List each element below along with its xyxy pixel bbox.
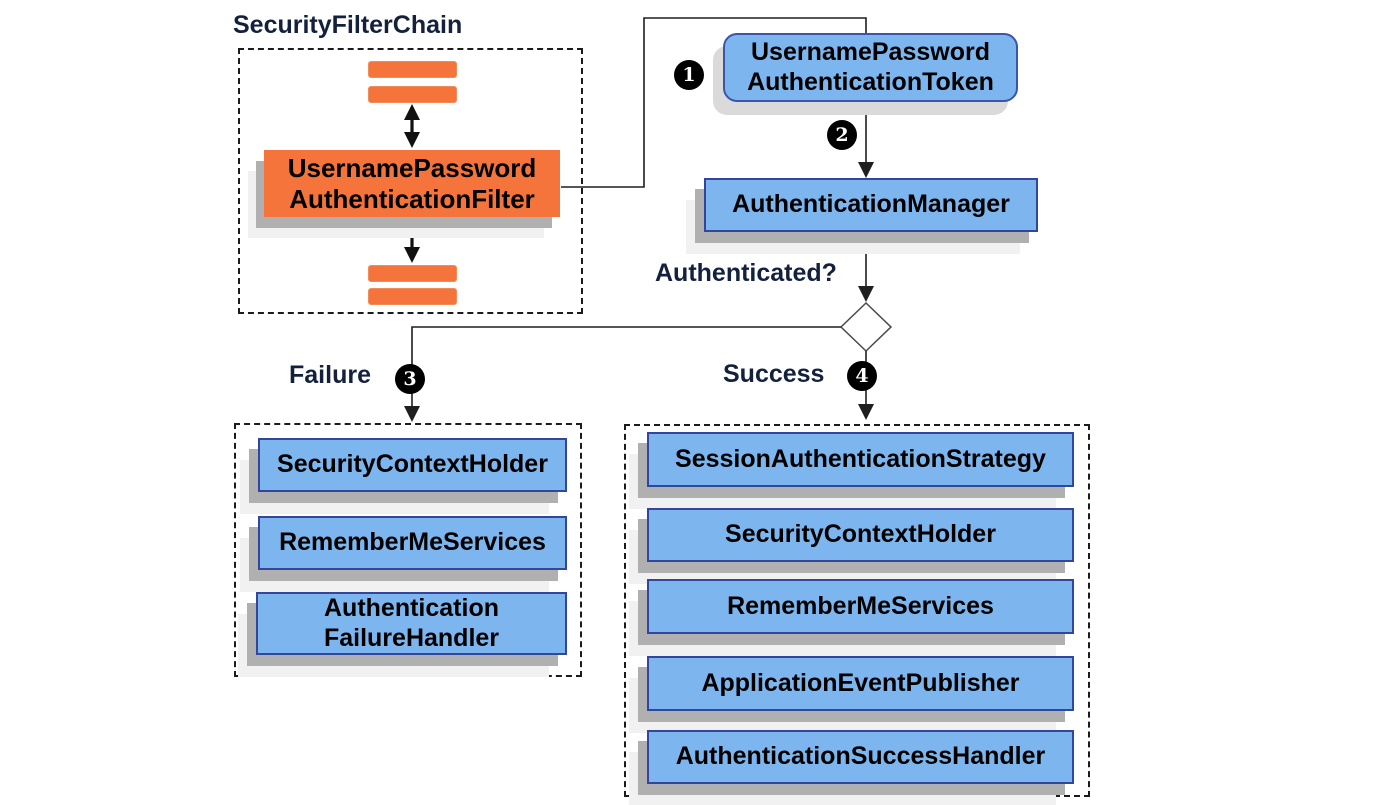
filter-bar-icon — [368, 288, 457, 305]
success-branch-label: Success — [723, 360, 825, 388]
connector-filter-to-token — [561, 17, 867, 188]
success-remember-me-services-node: RememberMeServices — [647, 579, 1074, 634]
arrow-manager-to-diamond-icon — [858, 233, 874, 302]
bidirectional-arrow-bottom-icon — [404, 219, 420, 263]
username-password-authentication-token-node: UsernamePassword AuthenticationToken — [723, 33, 1018, 102]
diagram-title: SecurityFilterChain — [233, 11, 463, 39]
session-authentication-strategy-node: SessionAuthenticationStrategy — [647, 432, 1074, 487]
application-event-publisher-node: ApplicationEventPublisher — [647, 656, 1074, 711]
username-password-authentication-filter-node: UsernamePassword AuthenticationFilter — [264, 150, 560, 217]
failure-security-context-holder-node: SecurityContextHolder — [258, 438, 567, 492]
failure-branch-label: Failure — [289, 361, 371, 389]
failure-handlers-container — [234, 423, 582, 677]
bidirectional-arrow-top-icon — [404, 104, 420, 148]
step-2-badge: 2 — [827, 120, 857, 150]
success-security-context-holder-node: SecurityContextHolder — [647, 508, 1074, 562]
authentication-success-handler-node: AuthenticationSuccessHandler — [647, 730, 1074, 784]
step-3-badge: 3 — [395, 364, 425, 394]
decision-diamond — [839, 301, 893, 353]
security-filter-chain-container — [238, 48, 583, 314]
filter-bar-icon — [368, 86, 457, 103]
step-4-badge: 4 — [847, 361, 877, 391]
authentication-manager-node: AuthenticationManager — [704, 178, 1038, 232]
arrow-token-to-manager-icon — [858, 102, 874, 178]
success-handlers-container — [624, 424, 1090, 797]
failure-remember-me-services-node: RememberMeServices — [258, 516, 567, 570]
step-1-badge: 1 — [674, 60, 704, 90]
filter-bar-icon — [368, 61, 457, 78]
filter-bar-icon — [368, 265, 457, 282]
authenticated-question-label: Authenticated? — [655, 259, 837, 287]
authentication-failure-handler-node: Authentication FailureHandler — [256, 592, 567, 655]
